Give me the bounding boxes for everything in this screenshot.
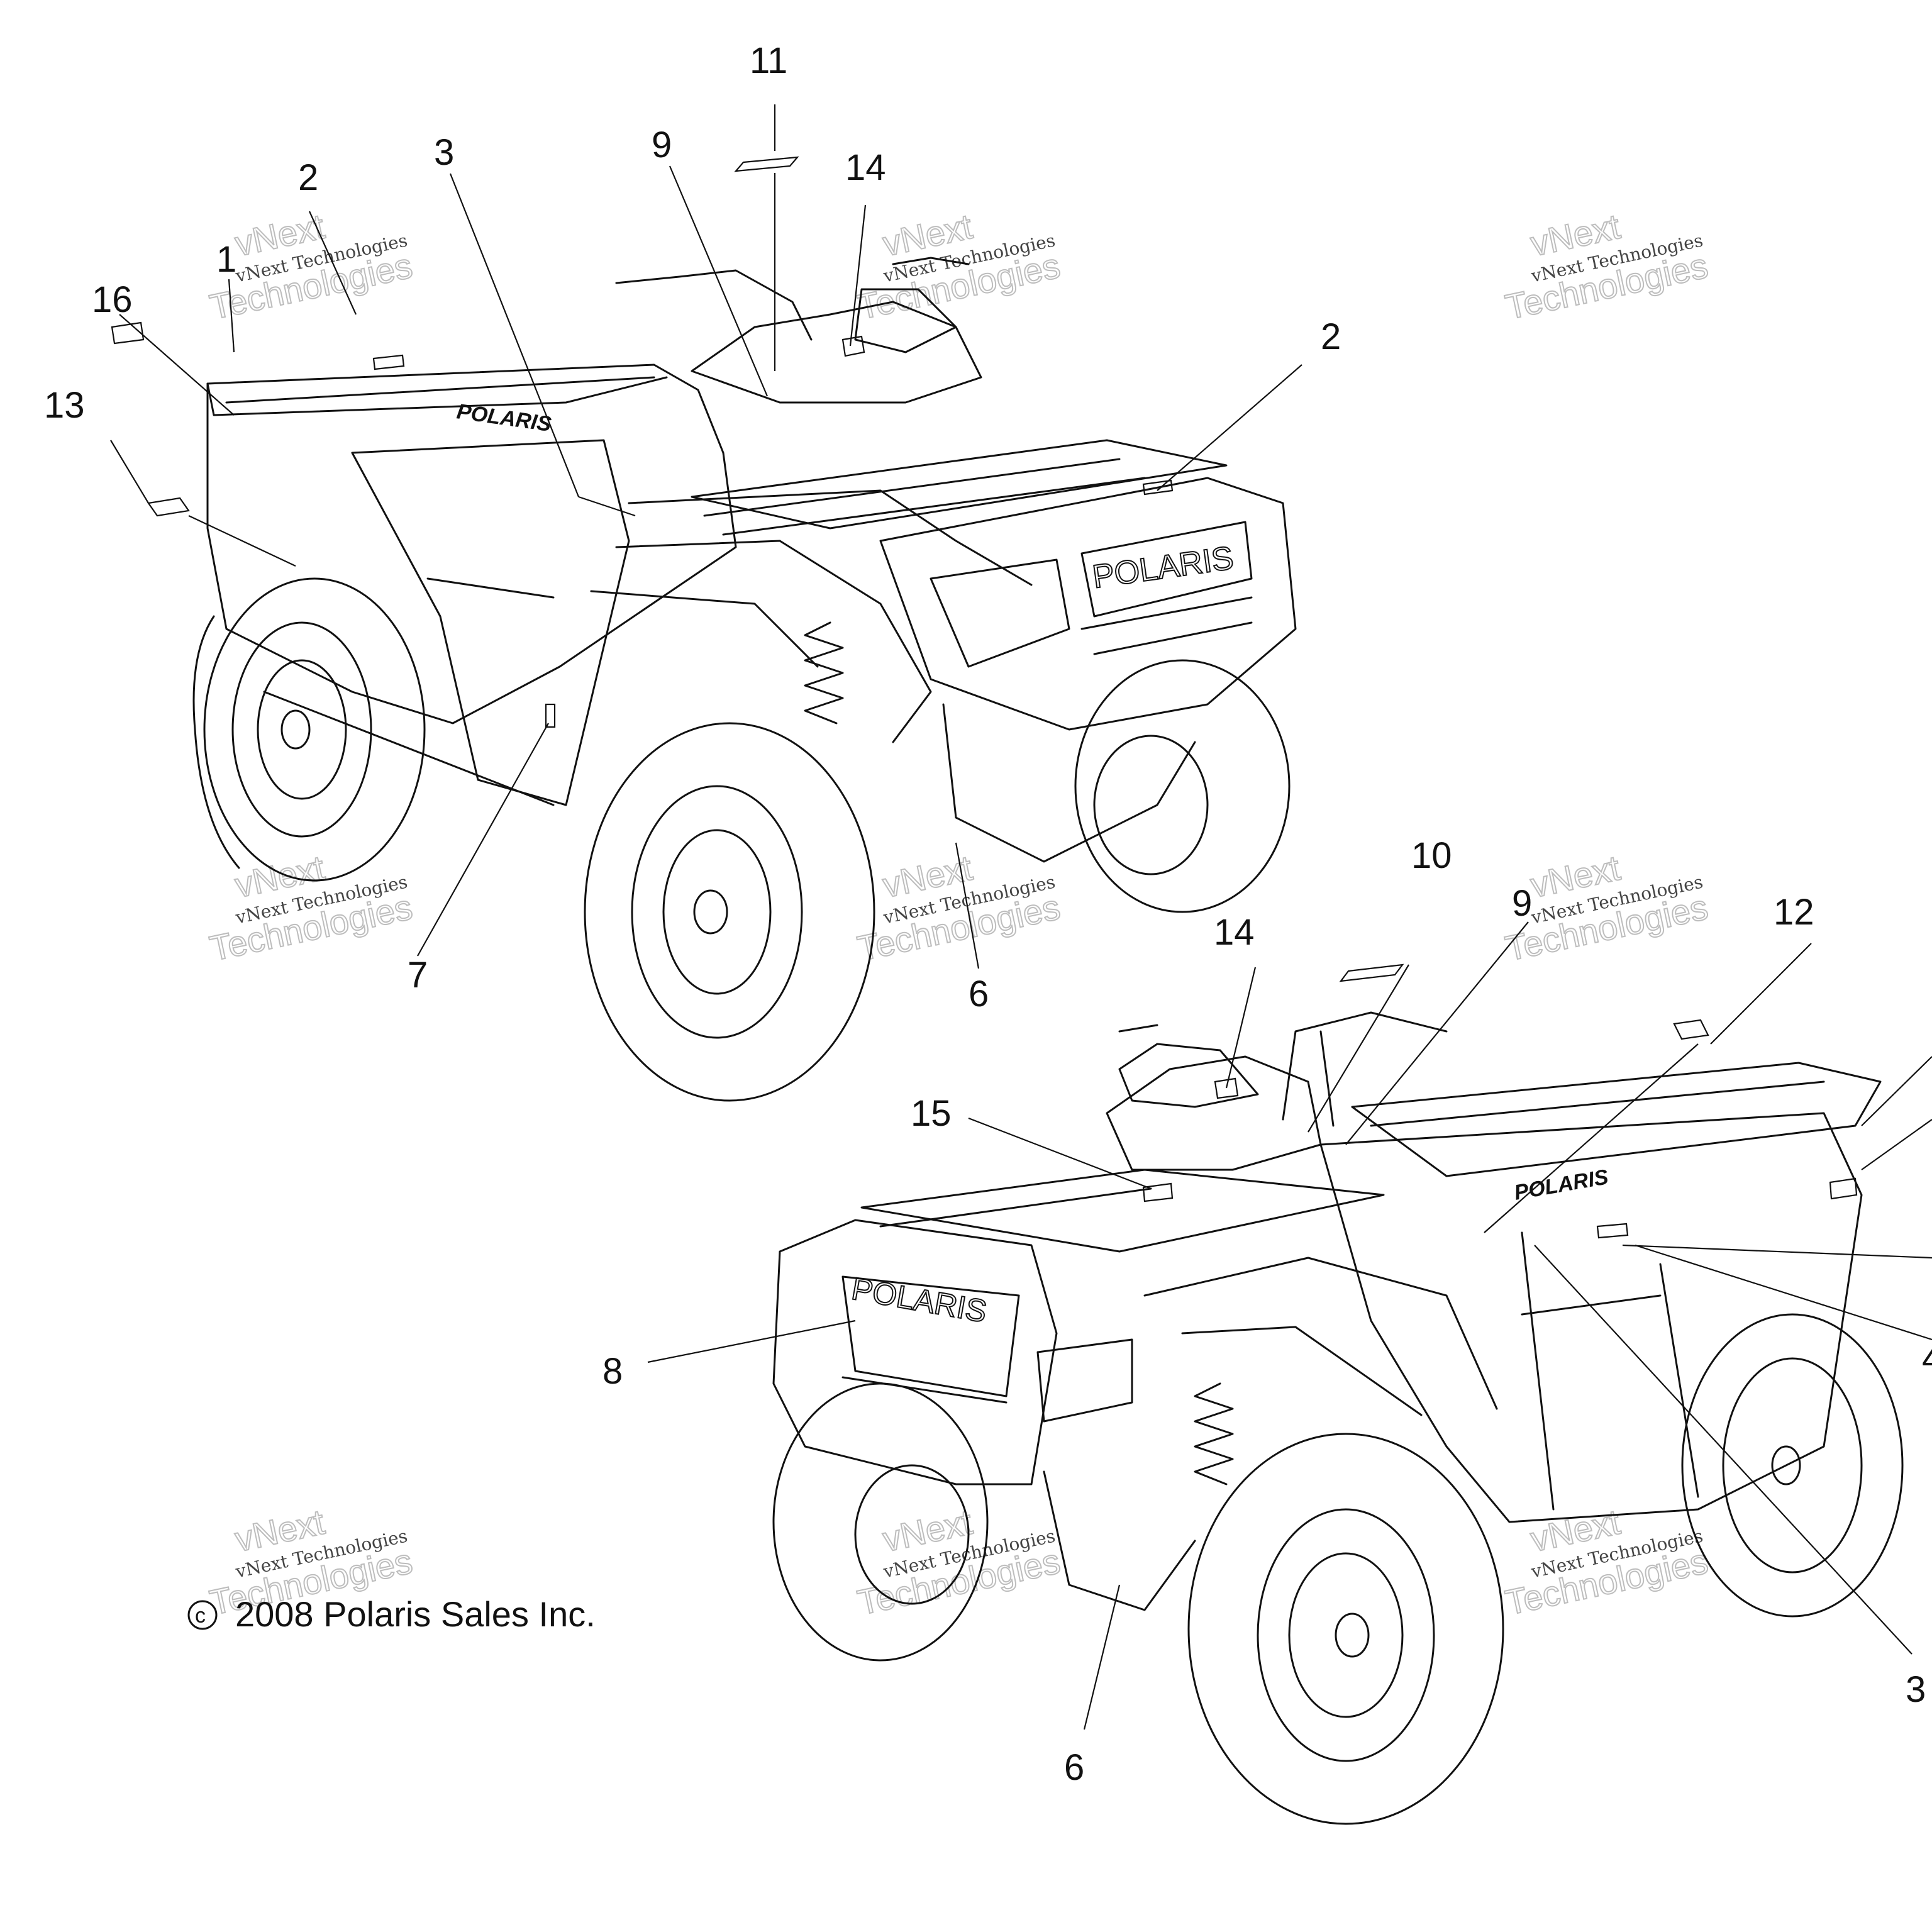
callout-9: 9 xyxy=(652,125,672,165)
callouts-upper: 1 2 2 3 6 7 9 11 13 14 16 xyxy=(44,40,1341,1014)
body xyxy=(772,1011,1882,1611)
rear-wheel xyxy=(192,577,426,882)
callout-3: 3 xyxy=(1906,1669,1926,1710)
callout-2: 2 xyxy=(298,157,318,198)
callout-8: 8 xyxy=(602,1351,623,1392)
callout-11: 11 xyxy=(750,40,787,81)
callout-6: 6 xyxy=(1064,1747,1084,1788)
callout-1: 1 xyxy=(216,239,236,280)
callout-16: 16 xyxy=(92,279,133,320)
copyright-symbol: c xyxy=(195,1604,206,1628)
callout-10: 10 xyxy=(1411,835,1452,876)
copyright-symbol-circle xyxy=(187,1600,218,1630)
callout-12: 12 xyxy=(1774,892,1814,933)
callout-9: 9 xyxy=(1512,883,1532,924)
callout-15: 15 xyxy=(911,1093,952,1134)
callout-4: 4 xyxy=(1922,1338,1932,1379)
front-wheel-left xyxy=(1187,1433,1504,1825)
callout-13: 13 xyxy=(44,385,85,426)
front-wheel-right xyxy=(1074,659,1291,913)
callout-14: 14 xyxy=(845,147,886,188)
watermark: vNext vNext Technologies Technologies xyxy=(853,206,1064,328)
copyright-notice: c 2008 Polaris Sales Inc. xyxy=(187,1594,596,1634)
callouts-lower: 3 4 6 8 9 10 12 14 15 xyxy=(602,835,1932,1788)
body xyxy=(206,257,1297,863)
rear-wheel xyxy=(1681,1313,1904,1618)
callout-2: 2 xyxy=(1321,316,1341,357)
callout-3: 3 xyxy=(434,132,454,173)
callout-7: 7 xyxy=(408,955,428,996)
front-wheel-left xyxy=(584,722,875,1102)
leader-lines xyxy=(110,104,1932,1730)
copyright-text: 2008 Polaris Sales Inc. xyxy=(235,1594,596,1634)
callout-6: 6 xyxy=(969,974,989,1014)
callout-14: 14 xyxy=(1214,912,1255,953)
